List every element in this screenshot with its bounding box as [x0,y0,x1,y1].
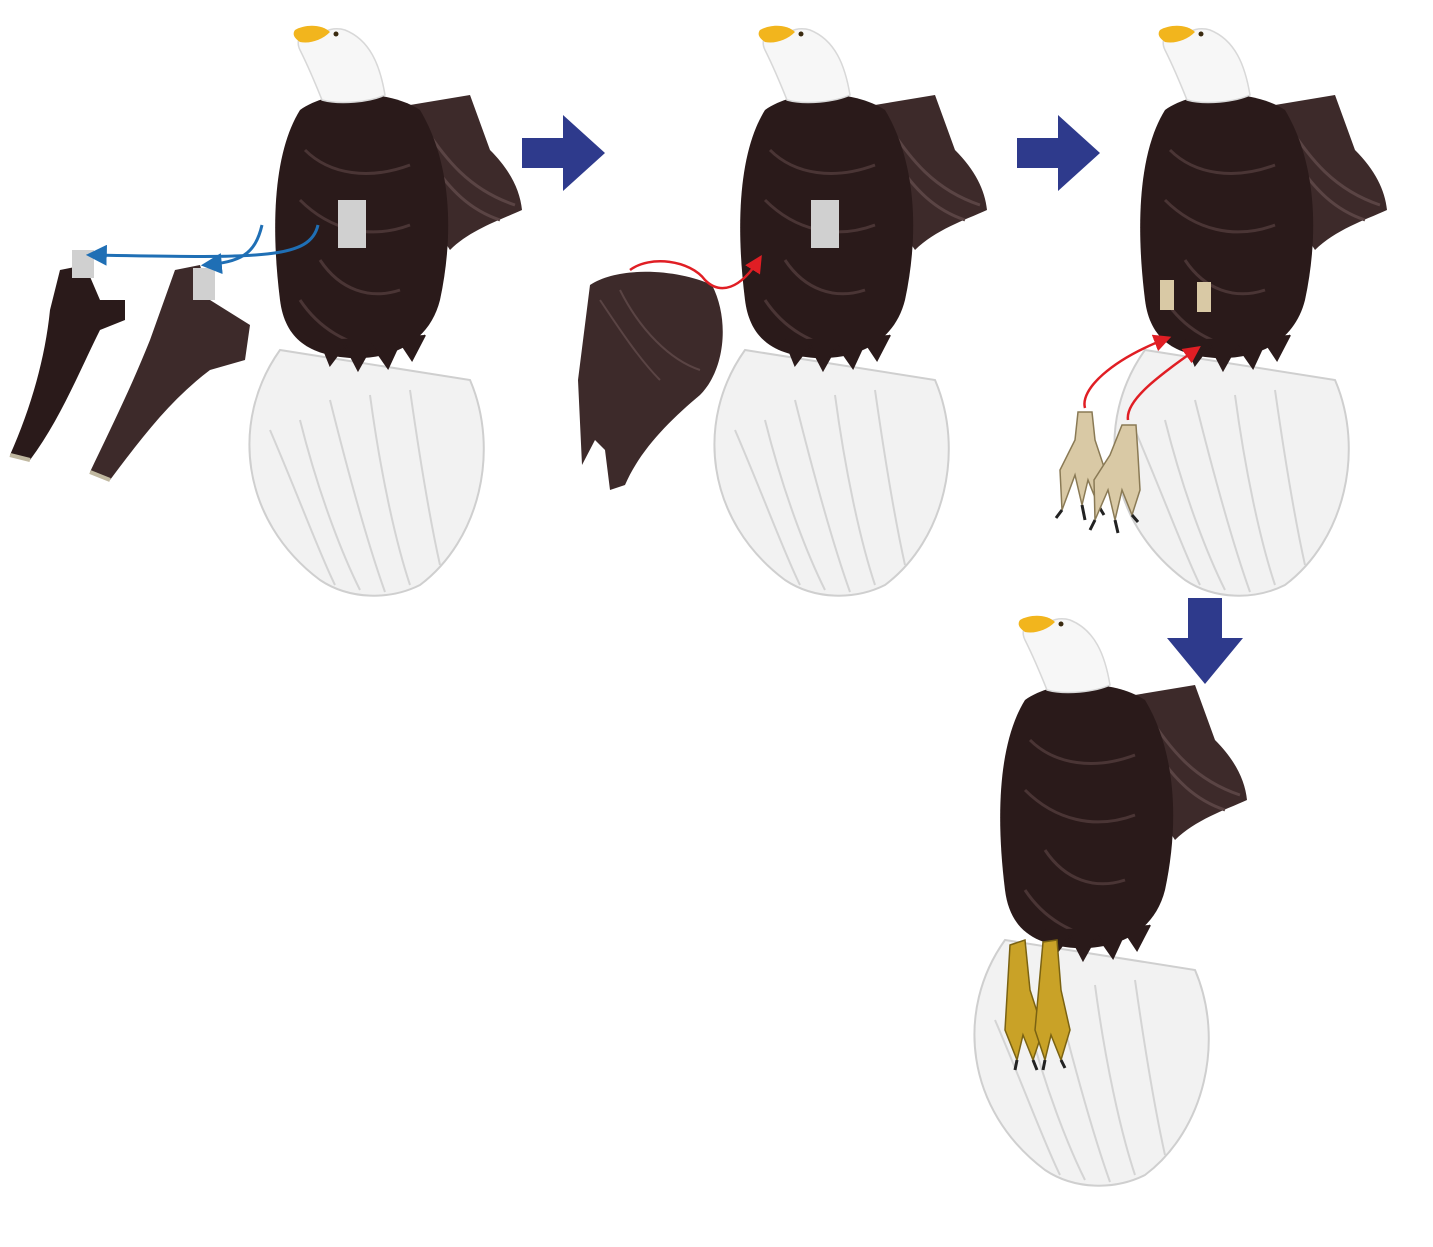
leg-stub-right [1197,282,1211,312]
foot-right [1090,425,1140,533]
step-arrow-down [1167,598,1243,684]
step-2-group [714,26,987,596]
thigh-feather-piece [578,272,723,490]
step-arrow-right-2 [1017,115,1100,191]
lower-leg-piece-right [90,265,250,480]
step-1-group [10,26,522,596]
eagle-model-step-3 [1114,26,1387,596]
connector-blue-2 [205,225,262,265]
attachment-slot [811,200,839,248]
eagle-model-step-1 [249,26,522,596]
eagle-model-step-2 [714,26,987,596]
attachment-slot [338,200,366,248]
step-3-group [1114,26,1387,596]
lower-leg-piece-left [10,250,125,460]
step-4-group [974,616,1247,1186]
eagle-model-final [974,616,1247,1186]
leg-stub-left [1160,280,1174,310]
step-arrow-right-1 [522,115,605,191]
